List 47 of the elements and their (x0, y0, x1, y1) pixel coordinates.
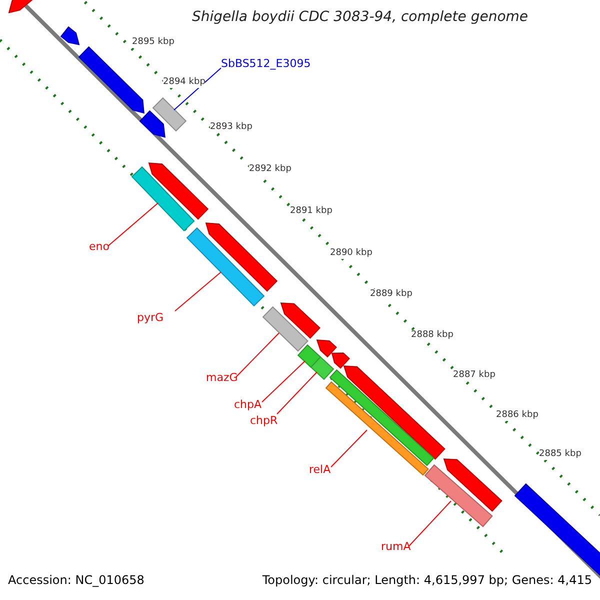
leader-line (174, 68, 222, 110)
scale-tick-label: 2891 kbp (290, 206, 332, 217)
title: Shigella boydii CDC 3083-94, complete genome (192, 9, 528, 26)
gene-label: chpA (234, 398, 262, 412)
gene-label: relA (309, 463, 331, 476)
gene-block (444, 459, 502, 512)
gene-bar (263, 306, 308, 351)
scale-tick-label: 2885 kbp (539, 449, 582, 460)
gene-block (61, 27, 80, 45)
scale-tick-label: 2889 kbp (370, 289, 412, 300)
scale-tick-label: 2890 kbp (330, 248, 372, 259)
gene-block (149, 162, 208, 219)
scale-tick-label: 2886 kbp (496, 410, 538, 421)
leader-line (108, 202, 158, 246)
gene-bar (187, 228, 264, 306)
gene-label: rumA (381, 540, 411, 554)
gene-block (206, 222, 277, 291)
accession-text: Accession: NC_010658 (8, 573, 144, 588)
gene-block (79, 47, 144, 113)
gene-bar (153, 98, 186, 131)
gene-label: pyrG (137, 311, 164, 324)
gene-block (344, 366, 445, 460)
gene-bar (298, 344, 321, 368)
leader-line (330, 430, 368, 468)
leader-line (236, 332, 280, 378)
scale-tick-label: 2895 kbp (132, 37, 174, 48)
gene-block (317, 340, 336, 357)
scale-tick-label: 2893 kbp (210, 122, 252, 133)
scale-tick-label: 2892 kbp (249, 164, 292, 175)
scale-tick-label: 2887 kbp (453, 370, 496, 381)
gene-label: eno (89, 240, 110, 254)
leader-line (276, 372, 318, 414)
gene-block (281, 303, 320, 338)
genome-info-text: Topology: circular; Length: 4,615,997 bp; Genes: 4,415 (262, 573, 592, 588)
gene-bar (132, 167, 194, 231)
scale-tick-label: 2894 kbp (163, 77, 206, 88)
gene-bar (330, 370, 434, 466)
leader-line (174, 272, 222, 312)
gene-bar (425, 464, 493, 526)
gene-label: chpR (250, 414, 278, 428)
gene-bar (311, 356, 334, 380)
leader-line (408, 500, 452, 546)
scale-tick-label: 2888 kbp (411, 330, 454, 341)
gene-label: mazG (206, 371, 238, 384)
gene-label: SbBS512_E3095 (221, 57, 311, 70)
gene-block (140, 110, 166, 138)
leader-line (262, 360, 306, 402)
